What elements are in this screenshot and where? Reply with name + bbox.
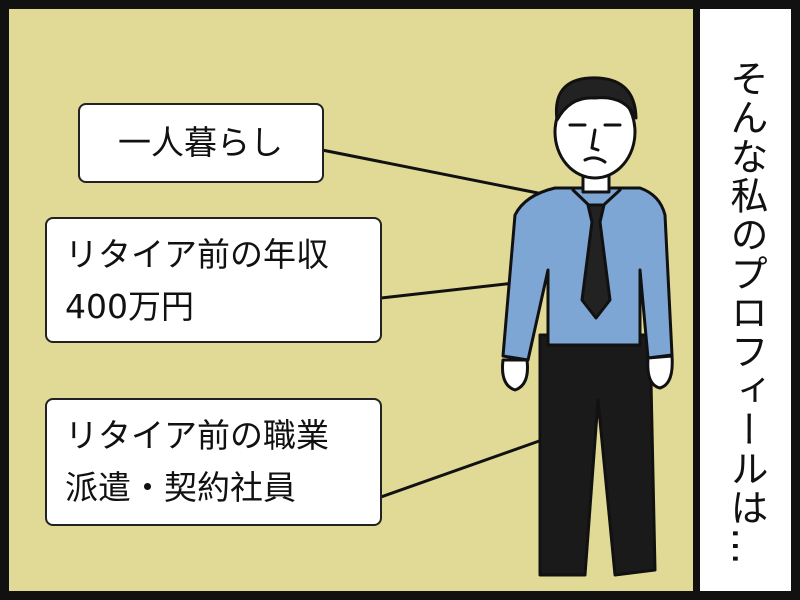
narration-panel: そんな私のプロフィールは… (700, 9, 791, 591)
label-income: リタイア前の年収 400万円 (45, 217, 382, 343)
label-job-value: 派遣・契約社員 (65, 468, 296, 507)
tie (580, 203, 612, 320)
pointer-line-living (320, 148, 550, 197)
label-job: リタイア前の職業 派遣・契約社員 (45, 398, 382, 526)
pants (538, 333, 657, 577)
label-job-title: リタイア前の職業 (65, 416, 329, 455)
narration-text: そんな私のプロフィールは… (724, 59, 768, 566)
label-income-value: 400万円 (65, 287, 194, 326)
label-income-title: リタイア前の年収 (65, 235, 329, 274)
label-living: 一人暮らし (78, 103, 324, 183)
hand-right (646, 354, 674, 390)
label-living-text: 一人暮らし (118, 123, 283, 162)
hand-left (501, 358, 529, 392)
pointer-line-job (379, 438, 544, 499)
hair (554, 76, 638, 122)
pointer-line-income (379, 281, 517, 300)
